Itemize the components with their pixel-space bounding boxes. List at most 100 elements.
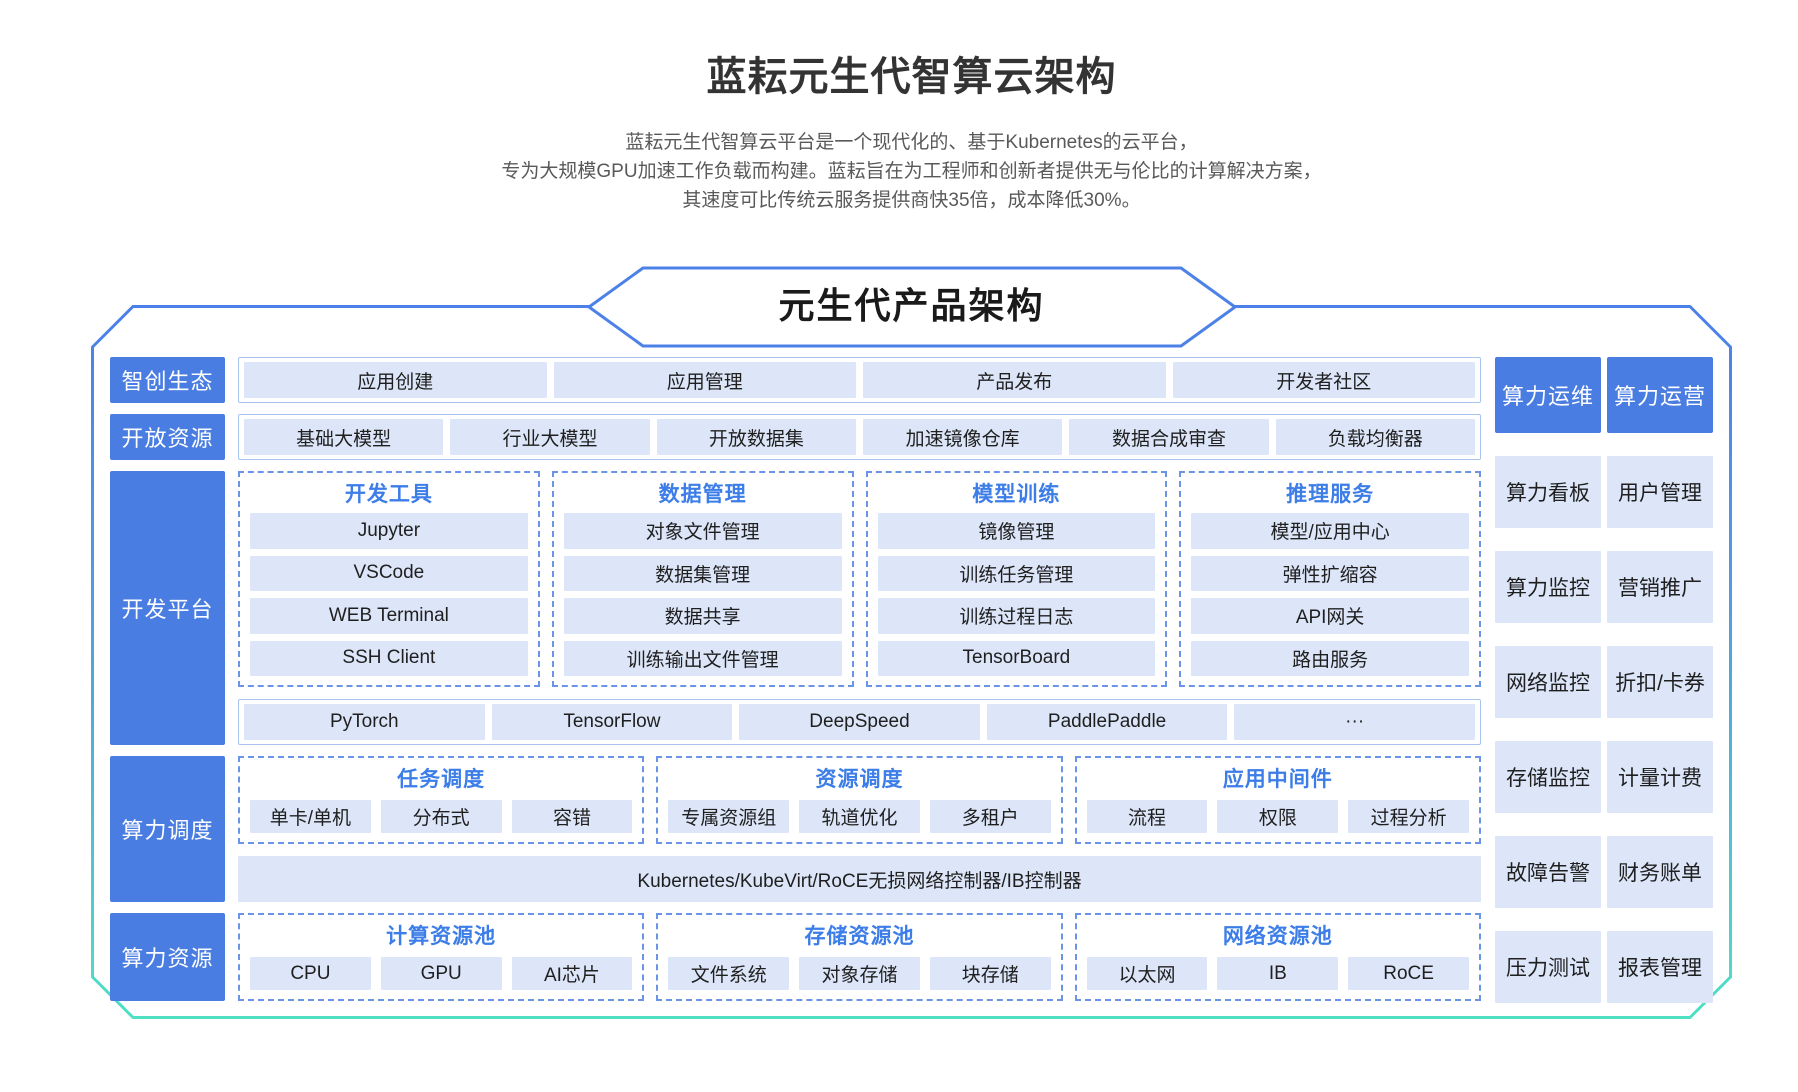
group-items: 对象文件管理 数据集管理 数据共享 训练输出文件管理 [563, 513, 842, 676]
diagram-frame-border [91, 305, 1732, 1019]
group-title: 数据管理 [658, 483, 747, 506]
architecture-diagram: 元生代产品架构 智创生态 应用创建 应用管理 产品发布 开发者社区 开放资源 [91, 266, 1732, 1019]
res-sched-cell: 轨道优化 [799, 800, 920, 833]
task-sched-cell: 容错 [511, 800, 633, 833]
inference-cell: 路由服务 [1191, 640, 1469, 676]
group-inference-service: 推理服务 模型/应用中心 弹性扩缩容 API网关 路由服务 [1179, 471, 1481, 687]
group-resource-scheduling: 资源调度 专属资源组 轨道优化 多租户 [656, 756, 1063, 844]
group-title: 应用中间件 [1222, 768, 1333, 791]
group-compute-pool: 计算资源池 CPU GPU AI芯片 [238, 913, 645, 1001]
dev-platform-label: 开发平台 [110, 471, 225, 745]
dev-tool-cell: WEB Terminal [250, 598, 528, 634]
inference-cell: API网关 [1191, 598, 1469, 634]
group-app-middleware: 应用中间件 流程 权限 过程分析 [1074, 756, 1481, 844]
sidebar-ops-item: 算力监控 [1495, 551, 1601, 623]
group-items: 单卡/单机 分布式 容错 [250, 800, 633, 833]
res-sched-cell: 专属资源组 [668, 800, 790, 833]
group-items: CPU GPU AI芯片 [250, 957, 633, 990]
sidebar-biz-item: 用户管理 [1607, 456, 1713, 528]
row-eco: 智创生态 应用创建 应用管理 产品发布 开发者社区 [110, 357, 1481, 403]
eco-cell: 应用管理 [553, 362, 856, 398]
row-eco-label: 智创生态 [110, 357, 225, 403]
open-cell: 行业大模型 [450, 419, 650, 455]
compute-pool-cell: CPU [250, 957, 371, 990]
framework-cell: PaddlePaddle [986, 704, 1228, 740]
group-title: 模型训练 [972, 483, 1061, 506]
framework-cell-more: ··· [1234, 704, 1475, 740]
group-title: 开发工具 [344, 483, 433, 506]
dev-tool-cell: Jupyter [250, 513, 528, 549]
middleware-cell: 流程 [1086, 800, 1208, 833]
row-open-cells: 基础大模型 行业大模型 开放数据集 加速镜像仓库 数据合成审查 负载均衡器 [238, 414, 1481, 460]
middleware-cell: 权限 [1217, 800, 1339, 833]
compute-scheduling-content: 任务调度 单卡/单机 分布式 容错 资源调度 专属资源组 [238, 756, 1481, 902]
sidebar-col-biz: 算力运营 用户管理 营销推广 折扣/卡券 计量计费 财务账单 报表管理 [1607, 357, 1713, 1003]
training-cell: 镜像管理 [877, 513, 1156, 549]
framework-cell: PyTorch [244, 704, 485, 740]
sidebar-ops-item: 故障告警 [1495, 836, 1601, 908]
storage-pool-cell: 对象存储 [799, 957, 920, 990]
sidebar-biz-header: 算力运营 [1607, 357, 1713, 433]
framework-row: PyTorch TensorFlow DeepSpeed PaddlePaddl… [238, 699, 1481, 745]
sidebar-biz-item: 财务账单 [1607, 836, 1713, 908]
compute-pool-cell: GPU [380, 957, 502, 990]
group-items: 文件系统 对象存储 块存储 [668, 957, 1051, 990]
group-title: 推理服务 [1286, 483, 1375, 506]
task-sched-cell: 单卡/单机 [250, 800, 371, 833]
banner-hexagon-shape [587, 266, 1236, 348]
sidebar-biz-item: 报表管理 [1607, 931, 1713, 1003]
resource-groups: 计算资源池 CPU GPU AI芯片 存储资源池 文件系统 对象存储 [238, 913, 1481, 1001]
group-task-scheduling: 任务调度 单卡/单机 分布式 容错 [238, 756, 645, 844]
kubernetes-base-bar: Kubernetes/KubeVirt/RoCE无损网络控制器/IB控制器 [238, 856, 1481, 902]
group-network-pool: 网络资源池 以太网 IB RoCE [1074, 913, 1481, 1001]
sidebar-ops-header: 算力运维 [1495, 357, 1601, 433]
group-data-mgmt: 数据管理 对象文件管理 数据集管理 数据共享 训练输出文件管理 [551, 471, 854, 687]
dev-platform-content: 开发工具 Jupyter VSCode WEB Terminal SSH Cli… [238, 471, 1481, 745]
group-items: 流程 权限 过程分析 [1086, 800, 1469, 833]
sidebar: 算力运维 算力看板 算力监控 网络监控 存储监控 故障告警 压力测试 算力运营 … [1495, 357, 1713, 1003]
sidebar-col-ops: 算力运维 算力看板 算力监控 网络监控 存储监控 故障告警 压力测试 [1495, 357, 1601, 1003]
group-title: 资源调度 [815, 768, 904, 791]
scheduling-groups: 任务调度 单卡/单机 分布式 容错 资源调度 专属资源组 [238, 756, 1481, 844]
res-sched-cell: 多租户 [929, 800, 1051, 833]
storage-pool-cell: 块存储 [929, 957, 1051, 990]
page: 蓝耘元生代智算云架构 蓝耘元生代智算云平台是一个现代化的、基于Kubernete… [91, 44, 1732, 1019]
open-cell: 开放数据集 [656, 419, 856, 455]
open-cell: 数据合成审查 [1069, 419, 1269, 455]
subtitle-line-1: 蓝耘元生代智算云平台是一个现代化的、基于Kubernetes的云平台， [625, 132, 1198, 153]
sidebar-biz-item: 折扣/卡券 [1607, 646, 1713, 718]
diagram-body: 智创生态 应用创建 应用管理 产品发布 开发者社区 开放资源 基础大模型 行业大… [91, 305, 1732, 1019]
group-items: 模型/应用中心 弹性扩缩容 API网关 路由服务 [1191, 513, 1469, 676]
data-mgmt-cell: 训练输出文件管理 [563, 640, 842, 676]
data-mgmt-cell: 对象文件管理 [563, 513, 842, 549]
page-subtitle: 蓝耘元生代智算云平台是一个现代化的、基于Kubernetes的云平台， 专为大规… [91, 128, 1732, 215]
row-open: 开放资源 基础大模型 行业大模型 开放数据集 加速镜像仓库 数据合成审查 负载均… [110, 414, 1481, 460]
network-pool-cell: IB [1217, 957, 1339, 990]
middleware-cell: 过程分析 [1348, 800, 1469, 833]
subtitle-line-2: 专为大规模GPU加速工作负载而构建。蓝耘旨在为工程师和创新者提供无与伦比的计算解… [501, 161, 1322, 182]
group-title: 存储资源池 [804, 925, 915, 948]
group-title: 任务调度 [397, 768, 486, 791]
eco-cell: 开发者社区 [1172, 362, 1475, 398]
subtitle-line-3: 其速度可比传统云服务提供商快35倍，成本降低30%。 [682, 190, 1141, 211]
compute-resources-label: 算力资源 [110, 913, 225, 1001]
open-cell: 基础大模型 [244, 419, 444, 455]
diagram-banner: 元生代产品架构 [587, 266, 1237, 348]
framework-cell: DeepSpeed [739, 704, 980, 740]
training-cell: 训练任务管理 [877, 555, 1156, 591]
framework-cell: TensorFlow [491, 704, 733, 740]
sidebar-ops-item: 存储监控 [1495, 741, 1601, 813]
sidebar-ops-item: 算力看板 [1495, 456, 1601, 528]
section-dev-platform: 开发平台 开发工具 Jupyter VSCode WEB Terminal SS… [110, 471, 1481, 745]
dev-tool-cell: SSH Client [250, 640, 528, 676]
network-pool-cell: RoCE [1348, 957, 1469, 990]
group-dev-tools: 开发工具 Jupyter VSCode WEB Terminal SSH Cli… [238, 471, 540, 687]
open-cell: 加速镜像仓库 [862, 419, 1063, 455]
group-model-training: 模型训练 镜像管理 训练任务管理 训练过程日志 TensorBoard [865, 471, 1168, 687]
group-title: 计算资源池 [386, 925, 497, 948]
eco-cell: 产品发布 [863, 362, 1166, 398]
data-mgmt-cell: 数据共享 [563, 598, 842, 634]
compute-pool-cell: AI芯片 [511, 957, 633, 990]
inference-cell: 弹性扩缩容 [1191, 555, 1469, 591]
sidebar-ops-item: 网络监控 [1495, 646, 1601, 718]
